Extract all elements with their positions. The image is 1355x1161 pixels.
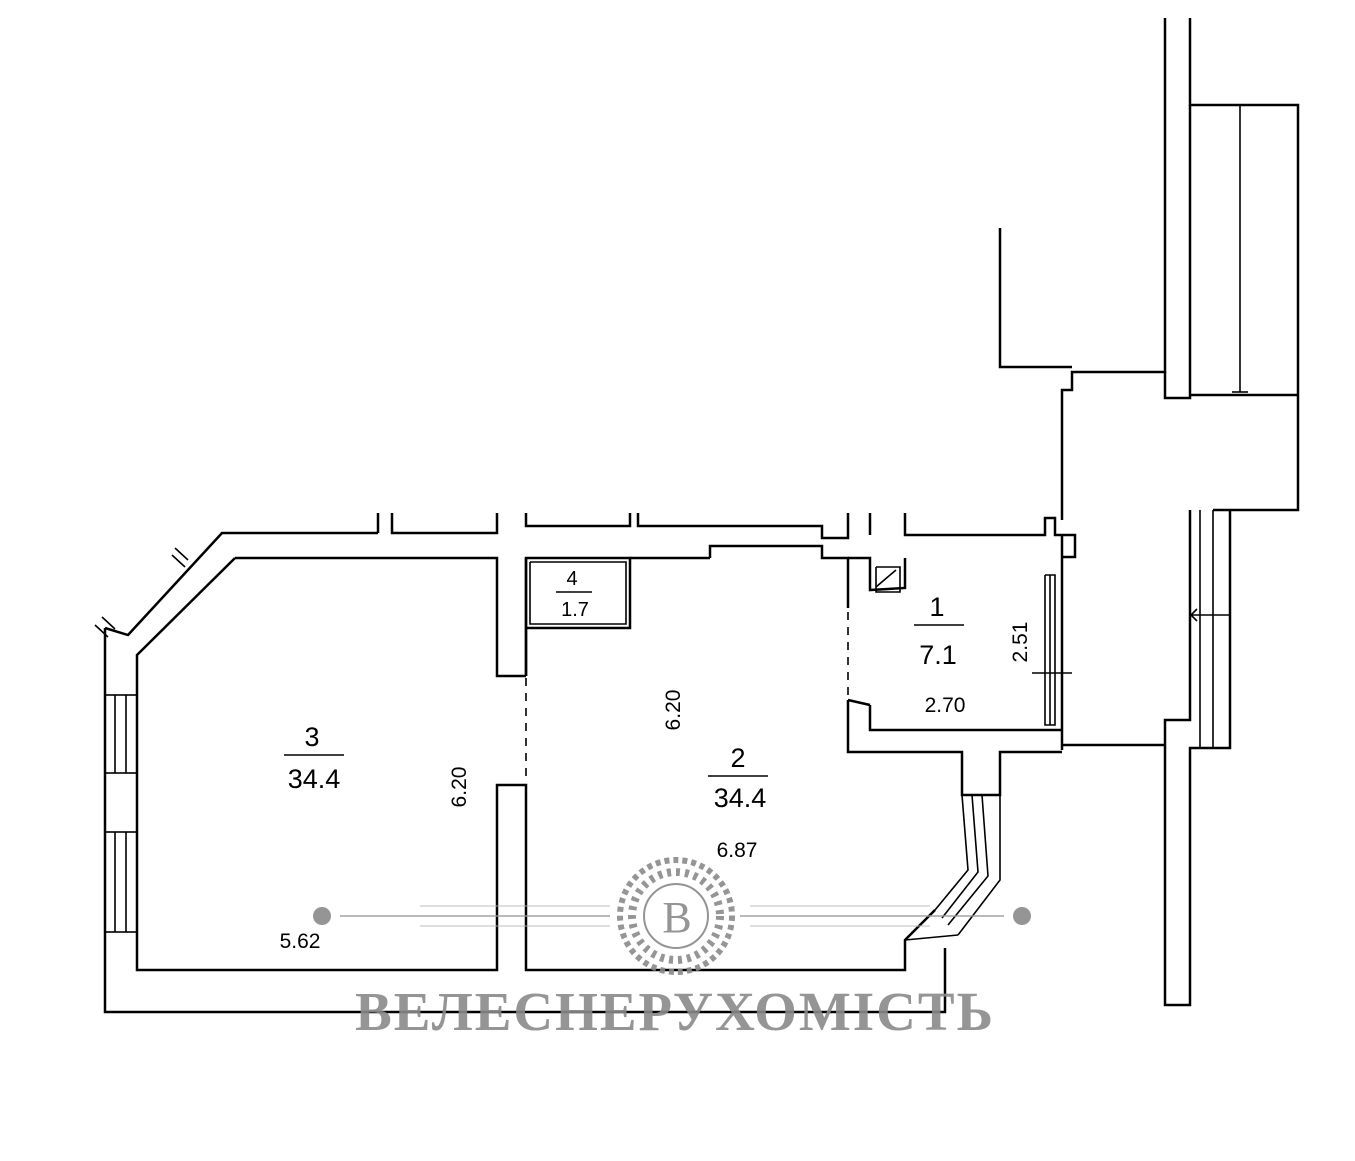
room-number: 3 (304, 722, 319, 752)
room-number: 2 (730, 743, 745, 773)
dimensions: 5.62 6.20 6.20 6.87 2.70 2.51 (280, 622, 1032, 953)
room-area: 7.1 (919, 640, 957, 670)
room-area: 34.4 (714, 783, 767, 813)
room3-depth-dimension: 6.20 (448, 767, 471, 808)
room3-width-dimension: 5.62 (280, 930, 321, 953)
room-number: 4 (566, 568, 577, 590)
room-area: 1.7 (561, 599, 589, 621)
room1-width-dimension: 2.70 (925, 694, 966, 717)
adjacent-structures (998, 18, 1300, 1007)
room2-width-dimension: 6.87 (717, 839, 758, 862)
room-area: 34.4 (288, 764, 341, 794)
watermark: B ВЕЛЕСНЕРУХОМІСТЬ (313, 857, 1031, 1042)
room-number: 1 (929, 592, 944, 622)
room-3: 3 34.4 (284, 722, 344, 794)
room-2: 2 34.4 (708, 743, 768, 813)
watermark-text: ВЕЛЕСНЕРУХОМІСТЬ (355, 981, 995, 1042)
room2-depth-dimension: 6.20 (662, 690, 685, 731)
logo-emblem-icon: B (617, 857, 735, 975)
room1-depth-dimension: 2.51 (1009, 622, 1032, 663)
outer-walls (94, 513, 1077, 1014)
room-4: 4 1.7 (556, 568, 592, 621)
room-1: 1 7.1 (914, 592, 964, 670)
logo-letter: B (662, 893, 691, 942)
